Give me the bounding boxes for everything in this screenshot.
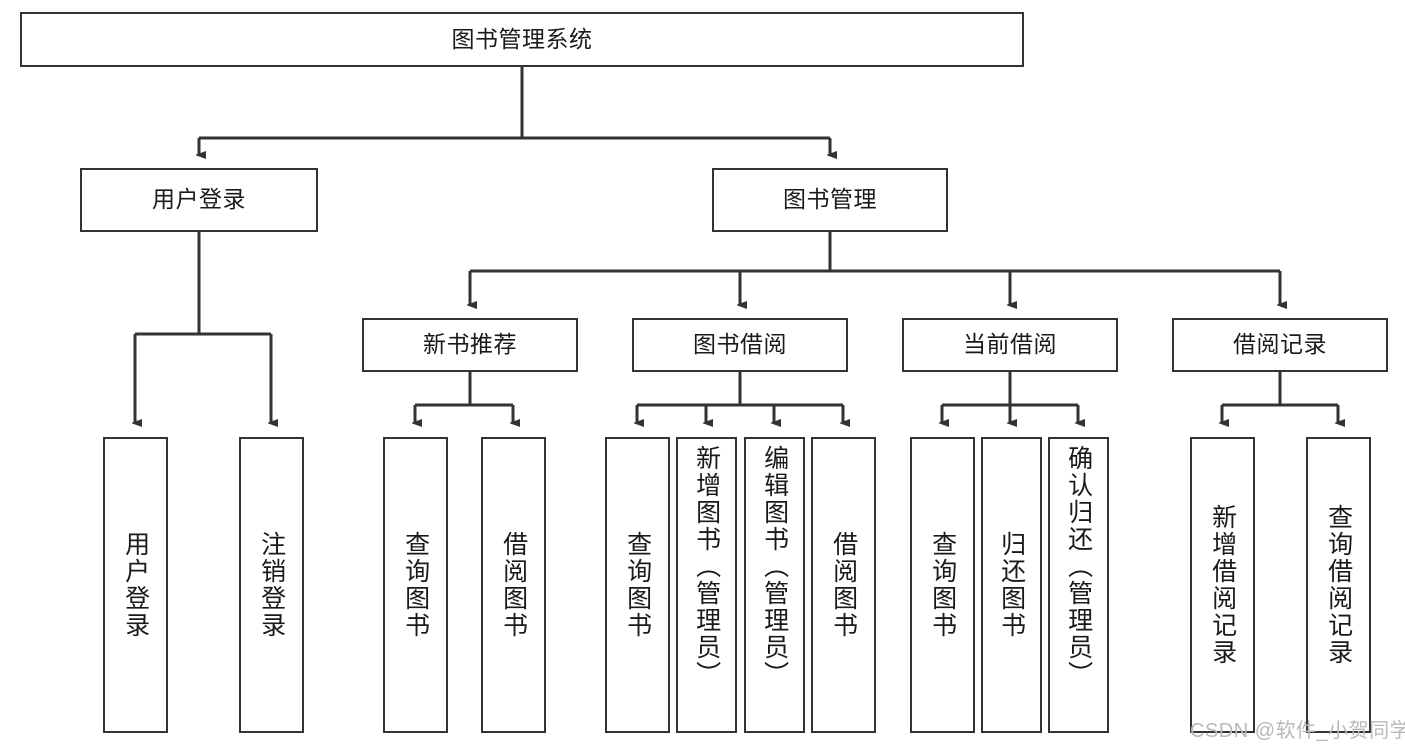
node-label: 借阅图书 [829, 531, 858, 639]
node-label: 当前借阅 [963, 331, 1057, 358]
leaf-records-query-record[interactable]: 查询借阅记录 [1306, 437, 1371, 733]
leaf-user-login-signout[interactable]: 注销登录 [239, 437, 304, 733]
leaf-current-confirm-return-admin[interactable]: 确认归还（管理员） [1048, 437, 1109, 733]
node-root-system[interactable]: 图书管理系统 [20, 12, 1024, 67]
node-label: 查询借阅记录 [1324, 504, 1353, 666]
node-user-login[interactable]: 用户登录 [80, 168, 318, 232]
node-label: 图书管理 [783, 186, 877, 213]
watermark-text: CSDN @软件_小贺同学 [1190, 720, 1405, 742]
node-label: 用户登录 [121, 531, 150, 639]
leaf-new-book-borrow[interactable]: 借阅图书 [481, 437, 546, 733]
node-current-borrow[interactable]: 当前借阅 [902, 318, 1118, 372]
node-label: 图书管理系统 [451, 25, 593, 52]
leaf-borrow-query-book[interactable]: 查询图书 [605, 437, 670, 733]
leaf-borrow-edit-book-admin[interactable]: 编辑图书（管理员） [744, 437, 805, 733]
node-label: 查询图书 [928, 531, 957, 639]
node-label: 用户登录 [152, 186, 246, 213]
leaf-borrow-add-book-admin[interactable]: 新增图书（管理员） [676, 437, 737, 733]
node-label: 图书借阅 [693, 331, 787, 358]
node-label: 编辑图书（管理员） [760, 445, 789, 688]
leaf-records-add-record[interactable]: 新增借阅记录 [1190, 437, 1255, 733]
node-label: 归还图书 [997, 531, 1026, 639]
leaf-current-return-book[interactable]: 归还图书 [981, 437, 1042, 733]
node-label: 借阅图书 [499, 531, 528, 639]
node-label: 确认归还（管理员） [1064, 445, 1093, 688]
node-label: 查询图书 [401, 531, 430, 639]
node-book-management[interactable]: 图书管理 [712, 168, 948, 232]
node-label: 查询图书 [623, 531, 652, 639]
leaf-current-query-book[interactable]: 查询图书 [910, 437, 975, 733]
node-book-borrow[interactable]: 图书借阅 [632, 318, 848, 372]
node-label: 注销登录 [257, 531, 286, 639]
leaf-borrow-borrow-book[interactable]: 借阅图书 [811, 437, 876, 733]
node-label: 借阅记录 [1233, 331, 1327, 358]
node-label: 新增图书（管理员） [692, 445, 721, 688]
leaf-user-login-signin[interactable]: 用户登录 [103, 437, 168, 733]
node-borrow-records[interactable]: 借阅记录 [1172, 318, 1388, 372]
leaf-new-book-query[interactable]: 查询图书 [383, 437, 448, 733]
node-label: 新书推荐 [423, 331, 517, 358]
node-label: 新增借阅记录 [1208, 504, 1237, 666]
node-new-book-recommend[interactable]: 新书推荐 [362, 318, 578, 372]
